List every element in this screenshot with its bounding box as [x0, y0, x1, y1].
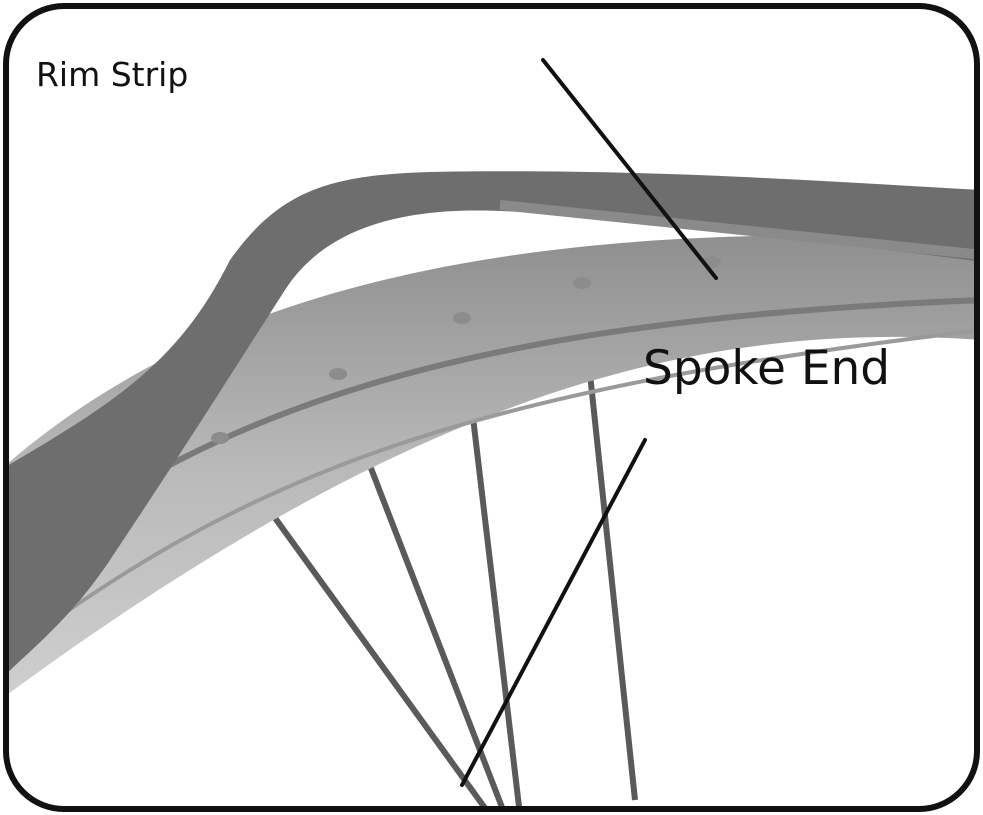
spoke-end-label: Spoke End: [643, 341, 891, 396]
spoke: [259, 498, 493, 807]
spoke-end-leader-line: [460, 438, 647, 787]
rim-strip-label: Rim Strip: [36, 55, 189, 94]
spokes: [259, 354, 638, 807]
spoke-hole: [211, 432, 229, 444]
spoke-holes: [211, 256, 721, 444]
spoke: [467, 391, 523, 807]
spoke-hole: [329, 368, 347, 380]
rim-lower-edge: [8, 328, 975, 662]
spoke: [359, 443, 508, 807]
spoke: [585, 354, 638, 801]
rim-strip-leader-line: [541, 58, 718, 280]
rim-strip-highlight: [499, 200, 975, 260]
tire-band: [8, 171, 975, 680]
frame-border: [3, 3, 980, 812]
spoke-hole: [573, 277, 591, 289]
spoke-hole: [453, 312, 471, 324]
rim: [8, 235, 975, 700]
